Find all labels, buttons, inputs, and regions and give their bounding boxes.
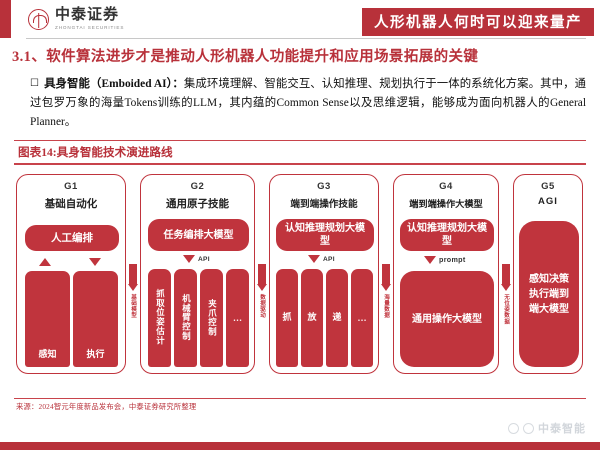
figure-source: 来源：2024智元年度新品发布会，中泰证券研究所整理	[16, 402, 197, 411]
g1-arrow-down-icon	[89, 258, 101, 266]
g4-arrow-down-icon	[424, 255, 436, 264]
g4-prompt-label: prompt	[439, 255, 466, 264]
connector-g3-g4	[381, 264, 391, 291]
generation-column-g4: G4 端到端操作大模型 认知推理规划大模型 prompt 通用操作大模型	[393, 174, 499, 374]
generation-column-g1: G1 基础自动化 人工编排 感知 执行	[16, 174, 126, 374]
g2-pill: 任务编排大模型	[148, 219, 249, 251]
g5-id: G5	[541, 181, 555, 192]
logo-name-en: ZHONGTAI SECURITIES	[55, 24, 125, 30]
g1-heading: G1 基础自动化	[17, 181, 125, 211]
g3-name: 端到端操作技能	[290, 199, 358, 210]
body-paragraph: ☐ 具身智能（Emboided AI）：集成环境理解、智能交互、认知推理、规划执行…	[30, 74, 586, 132]
g2-subbox: 夹爪控制	[200, 269, 223, 367]
g1-pill: 人工编排	[25, 225, 119, 251]
generation-column-g2: G2 通用原子技能 任务编排大模型 API 抓取位姿估计 机械臂控制 夹爪控制 …	[140, 174, 255, 374]
figure-rule-top	[14, 140, 586, 142]
g2-subbox: …	[226, 269, 249, 367]
connector-label-g2-g3: 数据驱动	[259, 294, 265, 319]
logo-name-cn: 中泰证券	[55, 7, 120, 23]
company-logo: 中泰证券 ZHONGTAI SECURITIES	[28, 8, 124, 30]
g5-pill: 感知决策执行端到端大模型	[519, 221, 579, 367]
page-header: 中泰证券 ZHONGTAI SECURITIES 人形机器人何时可以迎来量产	[0, 0, 600, 40]
bullet-square-icon: ☐	[30, 78, 39, 89]
source-divider	[14, 398, 586, 400]
g2-api-label: API	[198, 255, 210, 263]
logo-text-block: 中泰证券 ZHONGTAI SECURITIES	[55, 8, 124, 30]
g2-subbox: 抓取位姿估计	[148, 269, 171, 367]
left-accent-rail	[0, 0, 11, 38]
connector-g4-g5	[501, 264, 511, 291]
watermark-icon-2	[523, 422, 534, 434]
figure-title-block: 图表14:具身智能技术演进路线	[14, 140, 586, 165]
g2-arrow-down-icon	[183, 255, 195, 263]
g4-name: 端到端操作大模型	[409, 199, 483, 209]
figure-caption: 图表14:具身智能技术演进路线	[18, 146, 173, 160]
g1-name: 基础自动化	[44, 199, 98, 210]
connector-g1-g2	[128, 264, 138, 291]
g3-subbox: 递	[326, 269, 348, 367]
g3-heading: G3 端到端操作技能	[270, 181, 378, 210]
paragraph-text: 集成环境理解、智能交互、认知推理、规划执行于一体的系统化方案。其中，通过包罗万象…	[30, 78, 586, 128]
g3-api-label: API	[323, 255, 335, 263]
connector-g2-g3	[257, 264, 267, 291]
connector-label-g4-g5: 无位姿数据	[503, 294, 509, 325]
g4-pill: 认知推理规划大模型	[400, 219, 494, 251]
g4-id: G4	[439, 181, 453, 192]
g1-subbox: 感知	[25, 271, 70, 367]
page-title: 3.1、软件算法进步才是推动人形机器人功能提升和应用场景拓展的关键	[12, 49, 479, 65]
report-title-badge: 人形机器人何时可以迎来量产	[362, 8, 594, 36]
g1-arrow-up-icon	[39, 258, 51, 266]
g5-name: AGI	[538, 196, 558, 207]
connector-label-g3-g4: 海量数据	[383, 294, 389, 319]
footer-bar	[0, 442, 600, 450]
g4-prompt-row: prompt	[424, 255, 466, 264]
g2-api-row: API	[183, 255, 210, 263]
header-divider	[26, 38, 586, 39]
zhongtai-logo-icon	[28, 8, 49, 30]
g3-subbox: 抓	[276, 269, 298, 367]
g1-id: G1	[64, 181, 78, 192]
footer-spacer	[0, 439, 600, 442]
watermark-icon-1	[508, 422, 519, 434]
g4-heading: G4 端到端操作大模型	[394, 181, 498, 210]
g4-subbox: 通用操作大模型	[400, 271, 494, 367]
g5-heading: G5 AGI	[514, 181, 582, 207]
g3-id: G3	[317, 181, 331, 192]
g3-arrow-down-icon	[308, 255, 320, 263]
g3-subbox-row: 抓 放 递 …	[276, 269, 374, 367]
generation-column-g3: G3 端到端操作技能 认知推理规划大模型 API 抓 放 递 …	[269, 174, 379, 374]
generation-column-g5: G5 AGI 感知决策执行端到端大模型	[513, 174, 583, 374]
g3-pill: 认知推理规划大模型	[276, 219, 374, 251]
g3-api-row: API	[308, 255, 335, 263]
watermark: 中泰智能	[508, 420, 586, 436]
g2-id: G2	[190, 181, 205, 192]
connector-label-g1-g2: 基础模型	[130, 294, 136, 319]
g2-subbox: 机械臂控制	[174, 269, 197, 367]
g2-heading: G2 通用原子技能	[141, 181, 254, 211]
roadmap-diagram: G1 基础自动化 人工编排 感知 执行 基础模型 G2 通用原子技能 任务编排大…	[14, 168, 586, 393]
g2-name: 通用原子技能	[166, 199, 229, 210]
paragraph-term: 具身智能（Emboided AI）：	[43, 78, 184, 90]
g1-subbox-row: 感知 执行	[25, 271, 119, 367]
watermark-text: 中泰智能	[538, 423, 586, 435]
g1-subbox: 执行	[73, 271, 118, 367]
g2-subbox-row: 抓取位姿估计 机械臂控制 夹爪控制 …	[148, 269, 249, 367]
g3-subbox: …	[351, 269, 373, 367]
g3-subbox: 放	[301, 269, 323, 367]
figure-rule-bottom	[14, 163, 586, 165]
